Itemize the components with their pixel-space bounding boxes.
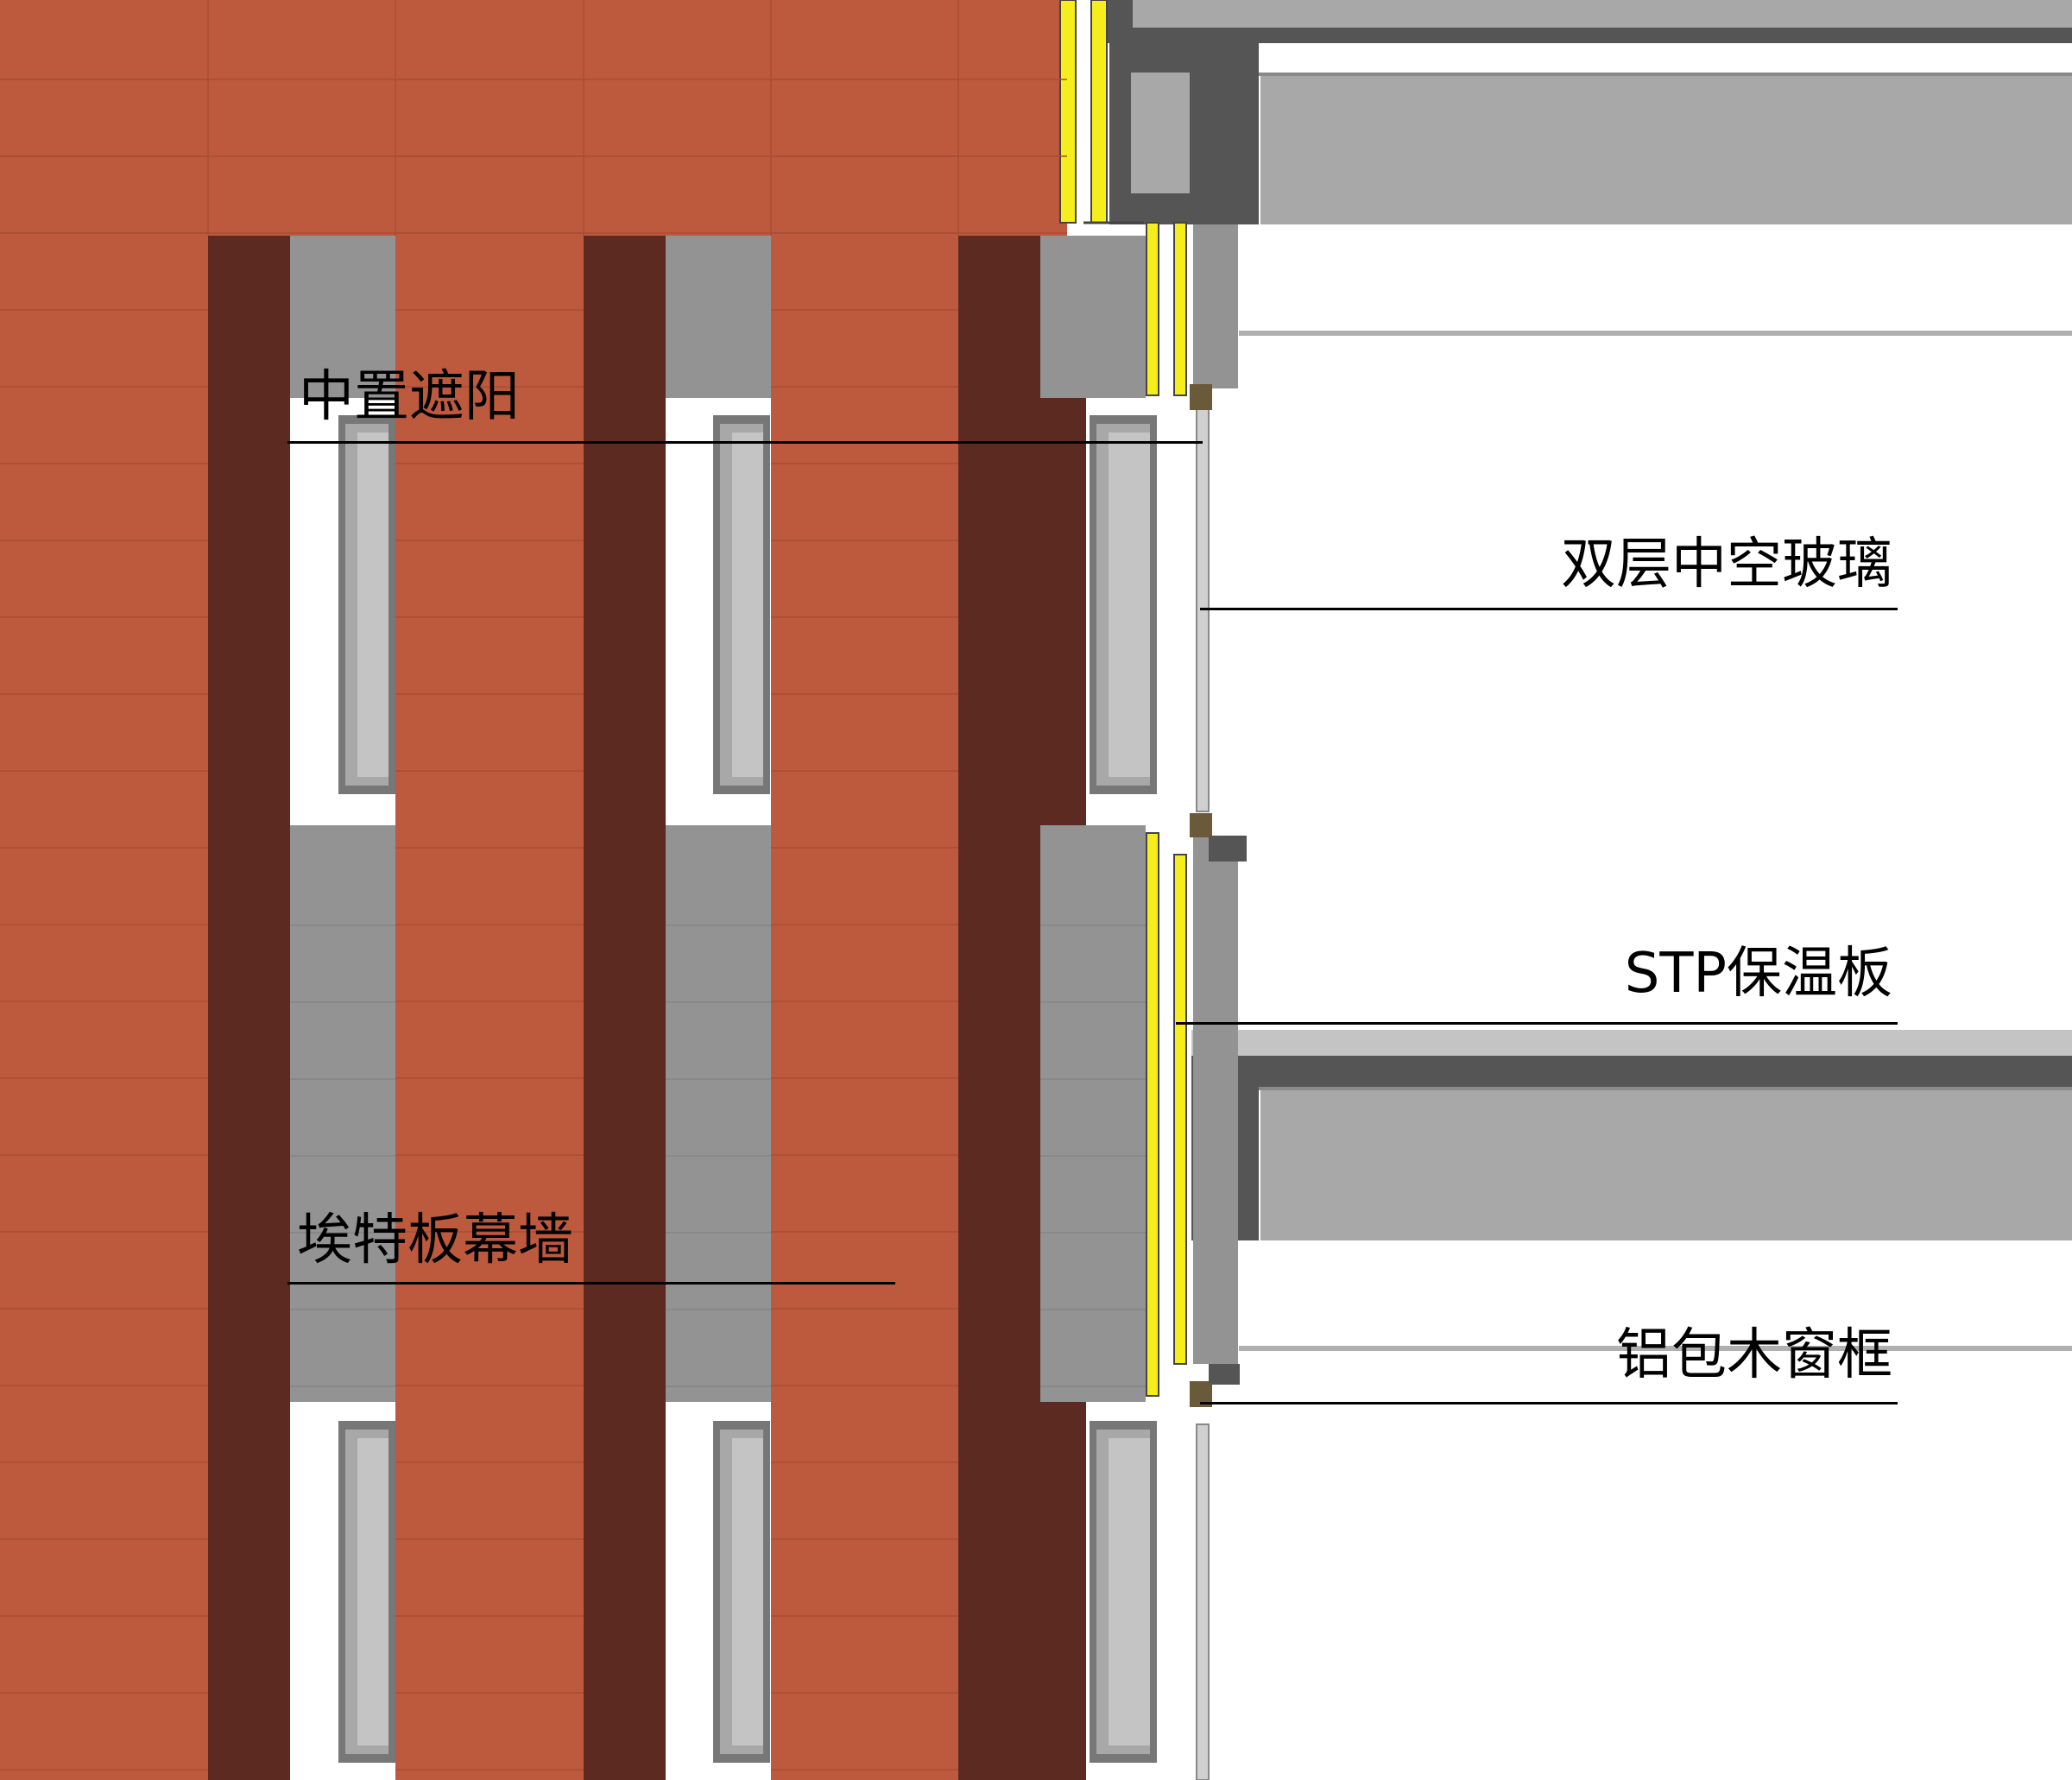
label-curtain-wall: 埃特板幕墙 [297, 1209, 573, 1272]
leader-line-glass [1200, 608, 1898, 610]
floor-slab-lower [1191, 1030, 2072, 1240]
terracotta-panels [0, 0, 1067, 1780]
spandrel-blocks [290, 236, 1146, 1402]
floor-slab-upper [1105, 0, 2072, 224]
label-glass: 双层中空玻璃 [1561, 533, 1892, 596]
dark-reveals [208, 236, 1086, 1780]
blind-inner [732, 432, 763, 777]
terracotta-strip [0, 236, 208, 1780]
leader-line-curtain-wall [287, 1282, 895, 1285]
window-frames [1083, 221, 1247, 1780]
terracotta-top-band [0, 0, 1067, 236]
shading-blinds [338, 415, 1157, 1763]
blind-inner [732, 1438, 763, 1745]
terracotta-strip [395, 236, 584, 1780]
terracotta-strip [771, 236, 958, 1780]
leader-line-insulation [1176, 1022, 1898, 1025]
insulation-bands [1059, 0, 1187, 1397]
blind-inner [1109, 432, 1150, 777]
leader-line-shading [287, 441, 1203, 444]
blind-inner [1109, 1438, 1150, 1745]
leader-line-frame [1200, 1402, 1898, 1404]
blind-inner [357, 432, 388, 777]
label-shading: 中置遮阳 [299, 365, 520, 429]
blind-inner [357, 1438, 388, 1745]
label-insulation: STP保温板 [1624, 942, 1892, 1006]
panel-grid-lines [0, 0, 1146, 1771]
label-frame: 铝包木窗框 [1616, 1323, 1892, 1387]
